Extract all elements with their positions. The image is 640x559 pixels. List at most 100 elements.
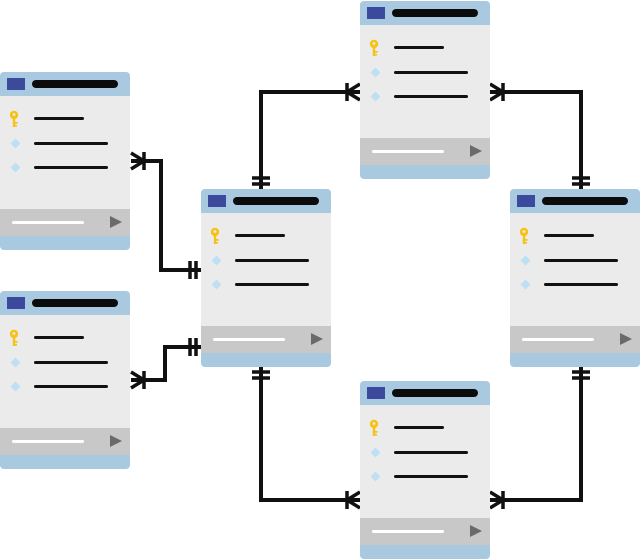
key-icon (8, 329, 20, 347)
field-name-bar (544, 283, 618, 286)
field-name-bar (34, 361, 108, 364)
table-header (0, 291, 130, 315)
table-header (510, 189, 640, 213)
field-row (0, 134, 130, 154)
diamond-icon (211, 255, 222, 266)
field-name-bar (235, 259, 309, 262)
diamond-icon (10, 381, 21, 392)
play-icon[interactable] (470, 525, 482, 537)
field-name-bar (544, 259, 618, 262)
table-title-bar (233, 197, 319, 205)
field-row (510, 226, 640, 246)
table-base (360, 545, 490, 559)
table-title-bar (542, 197, 628, 205)
field-row (510, 251, 640, 271)
key-icon (518, 227, 530, 245)
table-top (360, 1, 490, 179)
field-name-bar (394, 46, 444, 49)
field-name-bar (394, 95, 468, 98)
table-base (510, 353, 640, 367)
table-base (360, 165, 490, 179)
play-icon[interactable] (470, 145, 482, 157)
key-icon (8, 110, 20, 128)
play-icon[interactable] (110, 216, 122, 228)
field-name-bar (34, 117, 84, 120)
field-row (360, 418, 490, 438)
field-name-bar (394, 451, 468, 454)
table-color-swatch (517, 195, 535, 207)
key-icon (368, 39, 380, 57)
relationship-connector (489, 82, 590, 189)
diamond-icon (520, 279, 531, 290)
field-row (0, 328, 130, 348)
relationship-connector (252, 82, 361, 189)
diamond-icon (211, 279, 222, 290)
table-header (360, 381, 490, 405)
relationship-connector (130, 151, 201, 279)
table-footer (0, 209, 130, 236)
footer-bar (12, 440, 84, 443)
field-row (0, 158, 130, 178)
table-color-swatch (7, 78, 25, 90)
diamond-icon (10, 357, 21, 368)
field-name-bar (235, 283, 309, 286)
diamond-icon (370, 447, 381, 458)
table-color-swatch (367, 387, 385, 399)
play-icon[interactable] (620, 333, 632, 345)
table-color-swatch (7, 297, 25, 309)
diamond-icon (370, 471, 381, 482)
table-footer (0, 428, 130, 455)
table-right (510, 189, 640, 367)
table-header (360, 1, 490, 25)
play-icon[interactable] (311, 333, 323, 345)
field-row (360, 63, 490, 83)
key-icon (209, 227, 221, 245)
field-row (360, 443, 490, 463)
diamond-icon (370, 91, 381, 102)
field-row (360, 467, 490, 487)
footer-bar (372, 530, 444, 533)
diamond-icon (10, 162, 21, 173)
field-row (201, 275, 331, 295)
relationship-connector (489, 367, 590, 510)
play-icon[interactable] (110, 435, 122, 447)
field-name-bar (544, 234, 594, 237)
footer-bar (372, 150, 444, 153)
field-row (201, 251, 331, 271)
field-row (0, 377, 130, 397)
table-bottom (360, 381, 490, 559)
table-title-bar (392, 389, 478, 397)
field-row (0, 353, 130, 373)
field-row (0, 109, 130, 129)
table-title-bar (392, 9, 478, 17)
diamond-icon (10, 138, 21, 149)
field-row (360, 38, 490, 58)
footer-bar (12, 221, 84, 224)
field-name-bar (34, 385, 108, 388)
field-row (201, 226, 331, 246)
table-footer (510, 326, 640, 353)
footer-bar (522, 338, 594, 341)
diamond-icon (370, 67, 381, 78)
table-footer (360, 138, 490, 165)
table-header (0, 72, 130, 96)
table-footer (360, 518, 490, 545)
table-header (201, 189, 331, 213)
table-left-bottom (0, 291, 130, 469)
table-color-swatch (208, 195, 226, 207)
relationship-connector (130, 338, 201, 390)
table-footer (201, 326, 331, 353)
field-name-bar (34, 142, 108, 145)
table-base (201, 353, 331, 367)
relationship-connector (252, 367, 361, 510)
table-left-top (0, 72, 130, 250)
table-title-bar (32, 299, 118, 307)
table-base (0, 236, 130, 250)
diamond-icon (520, 255, 531, 266)
field-row (510, 275, 640, 295)
key-icon (368, 419, 380, 437)
table-base (0, 455, 130, 469)
field-name-bar (34, 336, 84, 339)
table-color-swatch (367, 7, 385, 19)
table-center (201, 189, 331, 367)
